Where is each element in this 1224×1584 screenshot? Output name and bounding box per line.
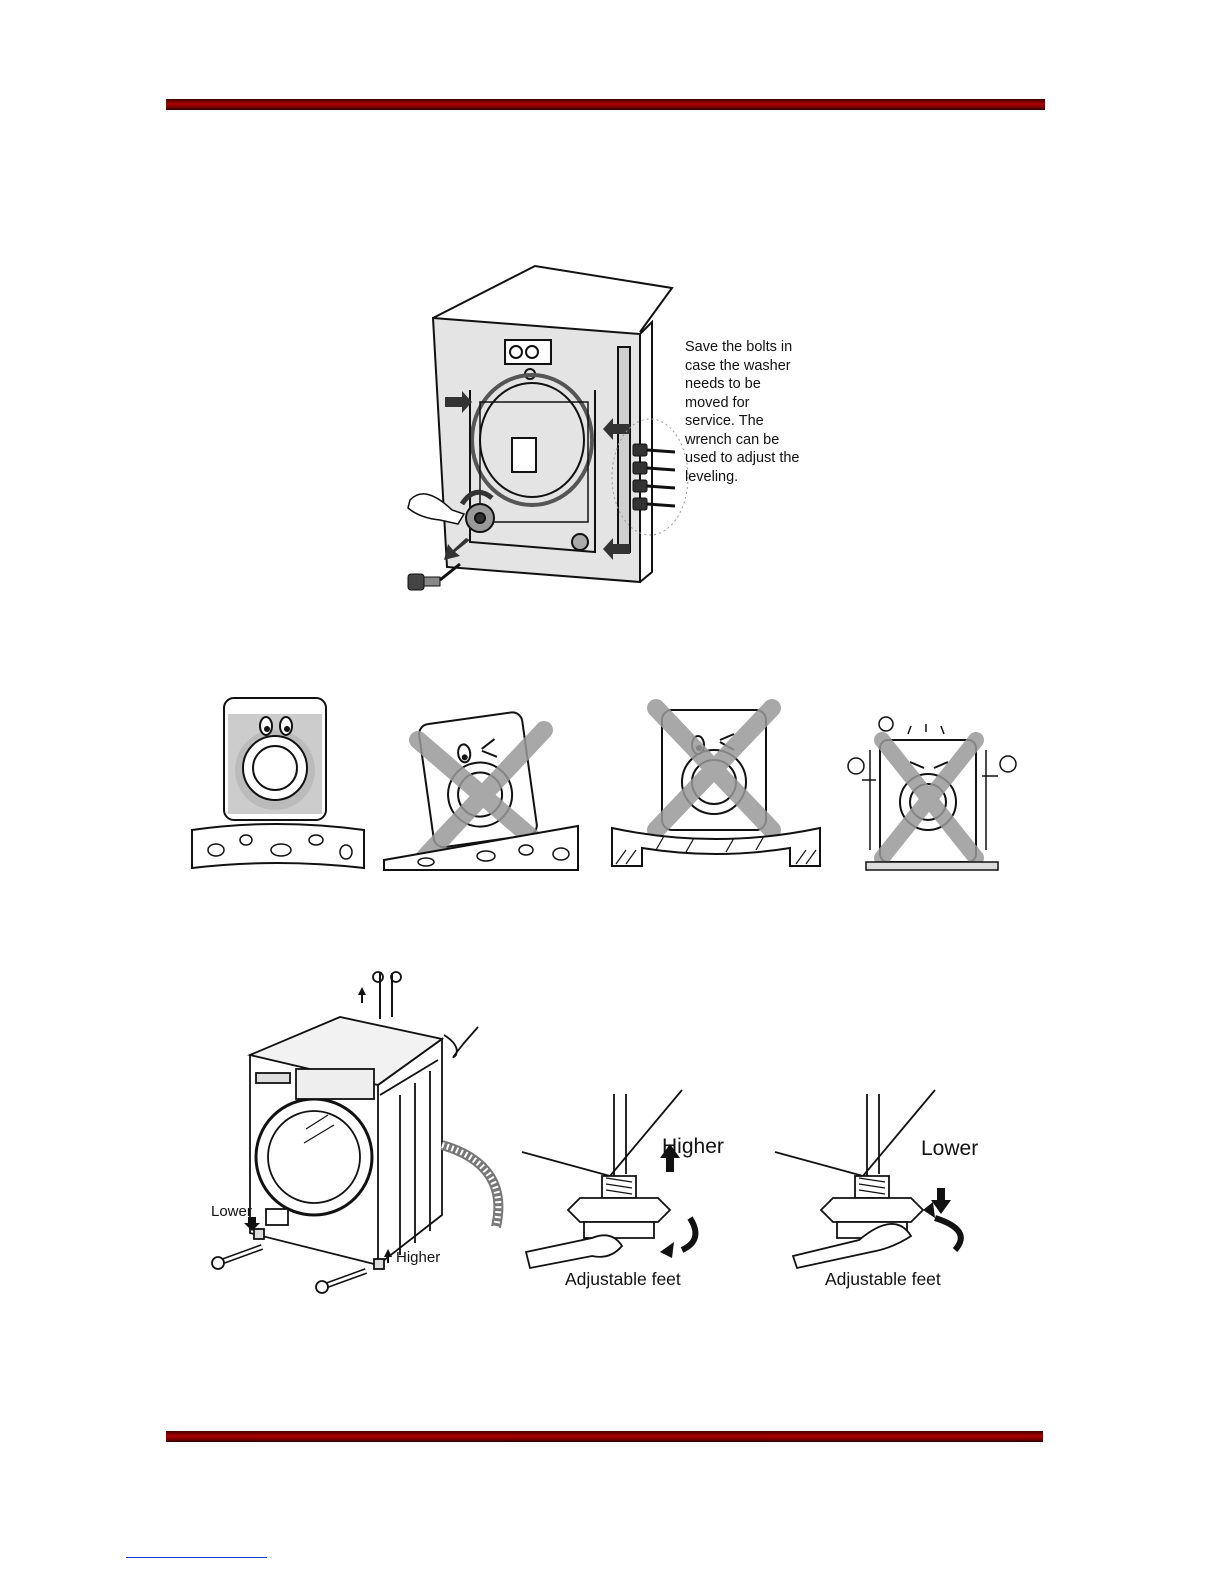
foot-lower-illustration: [775, 1080, 975, 1280]
footer-rule: [166, 1431, 1043, 1442]
foot-higher-illustration: [522, 1080, 722, 1280]
footer-link-underline: [126, 1557, 267, 1558]
washer-lower-label: Lower: [211, 1203, 252, 1220]
panel-level-floor: [192, 698, 364, 868]
foot-left-caption: Adjustable feet: [565, 1269, 681, 1290]
foot-right-caption: Adjustable feet: [825, 1269, 941, 1290]
panel-sloped-floor: [384, 711, 578, 870]
washer-back-illustration: [400, 262, 675, 597]
header-rule: [166, 99, 1045, 110]
panel-uneven-floor: [612, 708, 820, 866]
save-bolts-note: Save the bolts in case the washer needs …: [685, 338, 825, 486]
washer-install-illustration: [210, 965, 510, 1305]
panel-vibrating-washer: [848, 717, 1016, 870]
foot-left-direction: Higher: [662, 1135, 724, 1159]
foot-right-direction: Lower: [921, 1137, 978, 1161]
leveling-conditions-illustration: [186, 690, 1026, 875]
washer-higher-label: Higher: [396, 1249, 440, 1266]
